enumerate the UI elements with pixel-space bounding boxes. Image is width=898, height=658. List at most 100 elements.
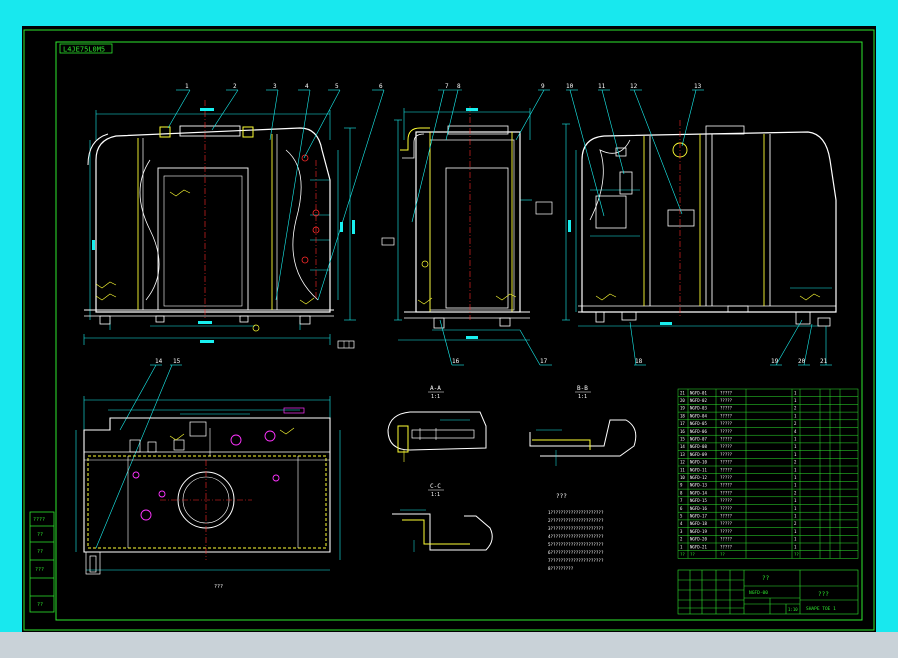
- bom-row-qty: 1: [794, 483, 797, 488]
- bom-row-code: NGFD-20: [690, 537, 707, 542]
- bom-row-qty: 2: [794, 406, 797, 411]
- bom-row-number: 17: [680, 421, 685, 426]
- bom-row-qty: 1: [794, 544, 797, 549]
- bom-row-name: ?????: [720, 467, 733, 472]
- plan-view-caption: ???: [214, 584, 223, 590]
- balloon-19: 19: [771, 358, 779, 365]
- bom-row-name: ?????: [720, 429, 733, 434]
- section-a-label: A-A: [430, 385, 441, 392]
- bom-row-code: NGFD-17: [690, 514, 707, 519]
- section-c-label: C-C: [430, 483, 441, 490]
- balloon-11: 11: [598, 83, 606, 90]
- technical-notes: ??? 1????????????????????? 2????????????…: [548, 493, 604, 571]
- bom-row-name: ?????: [720, 537, 733, 542]
- bom-row-name: ?????: [720, 460, 733, 465]
- revision-label: ??: [37, 532, 43, 538]
- balloon-4: 4: [305, 83, 309, 90]
- note-line: 2?????????????????????: [548, 518, 604, 523]
- title-block-name: ??: [762, 575, 770, 582]
- bom-row-name: ?????: [720, 490, 733, 495]
- bom-row-name: ?????: [720, 398, 733, 403]
- bom-row-name: ?????: [720, 514, 733, 519]
- rear-view: [562, 120, 837, 327]
- note-line: 8?????????: [548, 566, 574, 571]
- bom-row-number: 13: [680, 452, 685, 457]
- front-view: [83, 100, 356, 349]
- bom-table: [677, 388, 859, 559]
- bom-row-name: ?????: [720, 444, 733, 449]
- bom-row-number: 7: [680, 498, 683, 503]
- bom-header-name: ??: [720, 552, 725, 557]
- balloon-18: 18: [635, 358, 643, 365]
- bom-row-name: ?????: [720, 413, 733, 418]
- bom-row-code: NGFD-15: [690, 498, 707, 503]
- bom-row-name: ?????: [720, 390, 733, 395]
- plan-view: ???: [75, 396, 341, 590]
- bom-row-code: NGFD-12: [690, 475, 707, 480]
- bom-row-name: ?????: [720, 529, 733, 534]
- bom-row-name: ?????: [720, 437, 733, 442]
- bom-row-code: NGFD-01: [690, 390, 707, 395]
- balloon-9: 9: [541, 83, 545, 90]
- bom-row-code: NGFD-05: [690, 421, 707, 426]
- note-line: 4?????????????????????: [548, 534, 604, 539]
- section-b-label: B-B: [577, 385, 588, 392]
- bom-row-qty: 1: [794, 529, 797, 534]
- bom-row-code: NGFD-14: [690, 490, 707, 495]
- bom-row-number: 10: [680, 475, 685, 480]
- bom-row-qty: 1: [794, 413, 797, 418]
- bom-row-qty: 1: [794, 537, 797, 542]
- section-c-c: C-C 1:1: [392, 483, 493, 552]
- bom-row-number: 3: [680, 529, 683, 534]
- bom-row-number: 11: [680, 467, 685, 472]
- balloon-21: 21: [820, 358, 828, 365]
- bom-row-number: 2: [680, 537, 683, 542]
- balloon-17: 17: [540, 358, 548, 365]
- bom-row-code: NGFD-19: [690, 529, 707, 534]
- note-line: 6?????????????????????: [548, 550, 604, 555]
- bom-row-code: NGFD-09: [690, 452, 707, 457]
- bom-row-qty: 1: [794, 398, 797, 403]
- revision-label: ??: [37, 549, 43, 555]
- bom-row-code: NGFD-02: [690, 398, 707, 403]
- balloon-10: 10: [566, 83, 574, 90]
- bom-row-name: ?????: [720, 544, 733, 549]
- bom-row-number: 4: [680, 521, 683, 526]
- bom-row-code: NGFD-08: [690, 444, 707, 449]
- title-block-sheet-code: SHAPE TOE 1: [806, 606, 836, 612]
- section-a-scale: 1:1: [431, 394, 440, 400]
- bom-row-number: 1: [680, 544, 683, 549]
- bom-row-name: ?????: [720, 475, 733, 480]
- balloon-15: 15: [173, 358, 181, 365]
- balloon-7: 7: [445, 83, 449, 90]
- bom-row-number: 20: [680, 398, 685, 403]
- balloon-5: 5: [335, 83, 339, 90]
- bom-row-number: 12: [680, 460, 685, 465]
- bom-row-qty: 2: [794, 460, 797, 465]
- balloon-20: 20: [798, 358, 806, 365]
- bom-row-qty: 1: [794, 514, 797, 519]
- bom-row-number: 21: [680, 390, 685, 395]
- leader-lines: [95, 89, 832, 549]
- bom-row-code: NGFD-04: [690, 413, 707, 418]
- revision-label: ??: [37, 602, 43, 608]
- revision-label: ???: [35, 567, 44, 573]
- revision-label: ????: [33, 517, 45, 523]
- title-block: [677, 569, 859, 615]
- bom-row-qty: 1: [794, 506, 797, 511]
- title-block-company: ???: [818, 591, 829, 598]
- bom-row-qty: 1: [794, 467, 797, 472]
- bom-header-no: ??: [680, 552, 685, 557]
- bom-row-name: ?????: [720, 452, 733, 457]
- bom-row-qty: 4: [794, 429, 797, 434]
- bom-row-code: NGFD-11: [690, 467, 707, 472]
- balloon-1: 1: [185, 83, 189, 90]
- bom-row-qty: 2: [794, 490, 797, 495]
- bom-row-code: NGFD-13: [690, 483, 707, 488]
- bom-row-qty: 1: [794, 452, 797, 457]
- balloon-8: 8: [457, 83, 461, 90]
- bom-row-number: 19: [680, 406, 685, 411]
- section-b-scale: 1:1: [578, 394, 587, 400]
- bom-row-code: NGFD-07: [690, 437, 707, 442]
